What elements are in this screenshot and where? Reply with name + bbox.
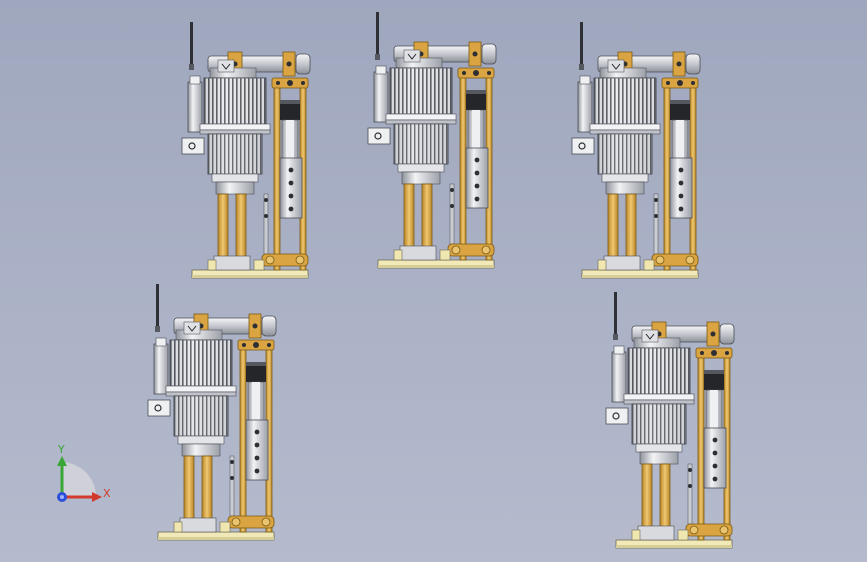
brake-assembly-view-2[interactable] bbox=[367, 11, 497, 269]
coordinate-axes-icon bbox=[57, 456, 102, 502]
y-axis-label: Y bbox=[57, 443, 65, 456]
x-axis-label: X bbox=[103, 487, 111, 500]
brake-assembly-view-3[interactable] bbox=[571, 21, 701, 279]
brake-assembly-view-1[interactable] bbox=[181, 21, 311, 279]
brake-assembly-view-4[interactable] bbox=[147, 283, 277, 541]
brake-assembly-view-5[interactable] bbox=[605, 291, 735, 549]
